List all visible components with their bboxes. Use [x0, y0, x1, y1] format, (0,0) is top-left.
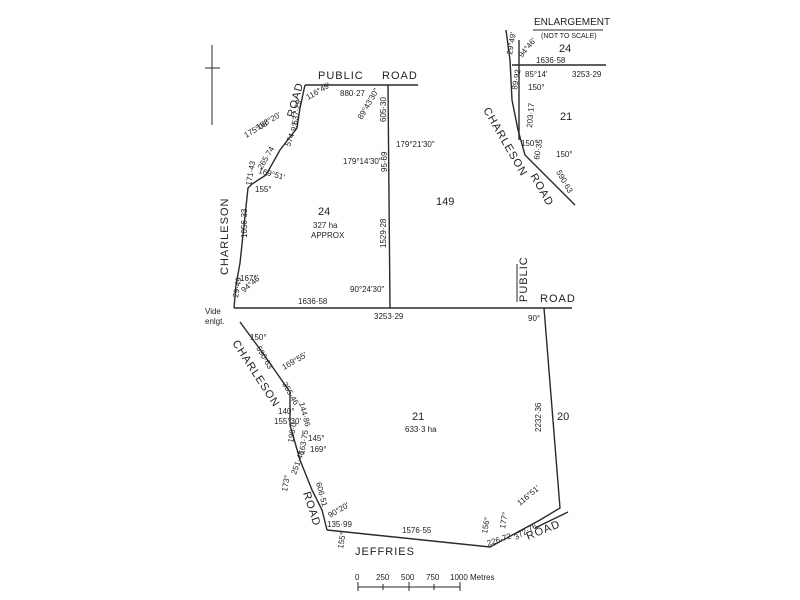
scale-bar: 0 250 500 750 1000 Metres [355, 573, 494, 591]
dim-169: 169° [310, 445, 327, 454]
enl-dim-29-49: 29°49' [505, 31, 518, 55]
dim-90-20: 90°20' [327, 500, 351, 519]
dim-226-72: 226·72 [486, 531, 513, 547]
dim-145: 145° [308, 434, 325, 443]
scale-label-0: 0 [355, 573, 360, 582]
enl-dim-150-a: 150° [528, 83, 545, 92]
enl-dim-150-b: 150° [521, 139, 538, 148]
lot-24-approx: APPROX [311, 231, 345, 240]
dim-605-30: 605·30 [379, 97, 388, 122]
dim-175-06: 175°06' [243, 118, 271, 140]
dim-173: 173° [280, 474, 292, 492]
lot-24-area: 327 ha [313, 221, 338, 230]
road-public-right-2: ROAD [540, 293, 576, 305]
enl-dim-590-63: 590·63 [554, 169, 575, 196]
dim-179-14-30: 179°14'30" [343, 157, 382, 166]
road-public-top-1: PUBLIC [318, 70, 364, 82]
enl-dim-60-35: 60·35 [532, 138, 545, 160]
dim-880-27: 880·27 [340, 89, 365, 98]
dim-537-29: 537·29 [290, 99, 303, 126]
lot-boundaries [233, 84, 572, 548]
enlargement-road-road: ROAD [527, 172, 555, 209]
road-public-right-1: PUBLIC [518, 256, 530, 302]
dim-190-0: 190·0 [286, 421, 299, 443]
dim-574-93: 574·93 [283, 121, 300, 148]
dim-1056-33: 1056·33 [240, 208, 249, 238]
vide-note-2: enlgt. [205, 317, 225, 326]
dim-155-30: 155°30' [274, 417, 301, 426]
dim-169-51: 169°51' [257, 166, 286, 182]
enlargement-subtitle: (NOT TO SCALE) [541, 33, 597, 40]
enl-dim-89-92: 89·92 [510, 68, 523, 90]
dim-135-99: 135·99 [327, 520, 352, 529]
dim-167: 167° [240, 274, 257, 283]
lower-dimensions: 150° 590·63 169°55' 355·46 140° 144·86 1… [250, 333, 543, 549]
enl-dim-150-c: 150° [556, 150, 573, 159]
dim-116-49: 116°49' [305, 81, 333, 102]
dim-95-69: 95·69 [380, 151, 389, 172]
dim-155-b: 155° [336, 531, 348, 549]
scale-label-250: 250 [376, 573, 390, 582]
lot-labels: 24 327 ha APPROX 149 21 633·3 ha 20 [311, 196, 569, 434]
enlargement-lot-21: 21 [560, 111, 572, 123]
scale-label-1000: 1000 Metres [450, 573, 494, 582]
enlargement-lot-24: 24 [559, 43, 571, 55]
dim-171-43: 171·43 [244, 160, 257, 187]
road-charleson-upper: CHARLESON [219, 198, 231, 275]
dim-163-75: 163·75 [297, 429, 310, 456]
dim-155: 155° [255, 185, 272, 194]
lot-149: 149 [436, 196, 454, 208]
dim-169-55: 169°55' [281, 350, 309, 372]
dim-116-51: 116°51' [516, 483, 542, 507]
dim-179-21-30: 179°21'30" [396, 140, 435, 149]
enl-dim-203-17: 203·17 [525, 102, 536, 128]
dim-90: 90° [528, 314, 540, 323]
dim-2232-36: 2232·36 [534, 402, 543, 432]
dim-140: 140° [278, 407, 295, 416]
enl-dim-1636-58: 1636·58 [536, 56, 566, 65]
lot-20: 20 [557, 411, 569, 423]
dim-1576-55: 1576·55 [402, 526, 432, 535]
enlargement-inset: ENLARGEMENT (NOT TO SCALE) 24 21 CHARLES… [480, 17, 610, 208]
enlargement-title: ENLARGEMENT [534, 17, 610, 28]
dim-90-24-30: 90°24'30" [350, 285, 384, 294]
scale-label-500: 500 [401, 573, 415, 582]
lot-21-number: 21 [412, 411, 424, 423]
dim-1636-58: 1636·58 [298, 297, 328, 306]
vide-note-1: Vide [205, 307, 221, 316]
dim-1529-28: 1529·28 [379, 218, 388, 248]
dim-177: 177° [498, 511, 510, 529]
enl-dim-3253-29: 3253·29 [572, 70, 602, 79]
north-arrow-icon [205, 45, 220, 125]
lot-21-area: 633·3 ha [405, 425, 437, 434]
dim-29-49: 29·49 [231, 276, 244, 298]
scale-label-750: 750 [426, 573, 440, 582]
dim-150: 150° [250, 333, 267, 342]
road-jeffries: JEFFRIES [355, 546, 415, 558]
enl-dim-85-14: 85°14' [525, 70, 548, 79]
road-public-top-2: ROAD [382, 70, 418, 82]
dim-3253-29: 3253·29 [374, 312, 404, 321]
dim-156: 156° [480, 516, 492, 534]
lot-24-number: 24 [318, 206, 330, 218]
